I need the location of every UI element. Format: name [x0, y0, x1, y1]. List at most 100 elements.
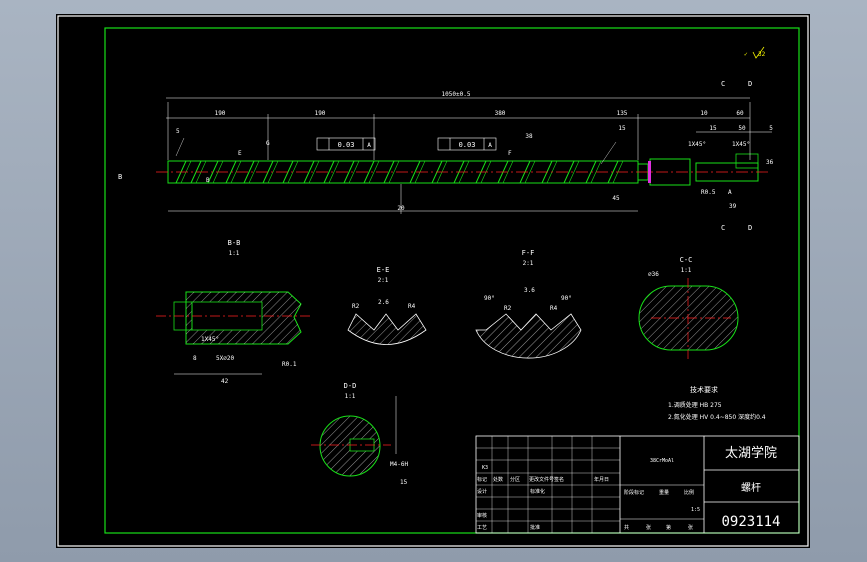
svg-text:B-B: B-B: [228, 239, 241, 247]
svg-text:R4: R4: [550, 305, 558, 312]
svg-text:1.调质处理 HB 275: 1.调质处理 HB 275: [668, 401, 722, 409]
svg-text:38: 38: [525, 133, 533, 140]
technical-notes: 技术要求 1.调质处理 HB 275 2.氮化处理 HV 0.4~850 深度约…: [668, 385, 766, 421]
svg-text:R2: R2: [504, 305, 512, 312]
svg-text:1:1: 1:1: [681, 267, 692, 274]
svg-text:C-C: C-C: [680, 256, 693, 264]
svg-text:D: D: [748, 80, 752, 88]
svg-text:42: 42: [221, 378, 229, 385]
svg-text:批准: 批准: [530, 524, 540, 531]
svg-text:5: 5: [769, 125, 773, 132]
section-dd-view: D-D 1:1 M4-6H 15: [311, 382, 408, 486]
svg-text:比例: 比例: [684, 489, 694, 496]
svg-text:A: A: [728, 189, 732, 196]
svg-text:36: 36: [766, 159, 774, 166]
svg-text:0.03: 0.03: [459, 141, 476, 149]
svg-text:32: 32: [758, 51, 766, 58]
svg-text:2.6: 2.6: [378, 299, 389, 306]
svg-text:0.03: 0.03: [338, 141, 355, 149]
svg-text:重量: 重量: [659, 489, 669, 496]
svg-text:设计: 设计: [477, 488, 487, 495]
svg-text:R2: R2: [352, 303, 360, 310]
svg-text:R4: R4: [408, 303, 416, 310]
outer-frame: [57, 15, 809, 547]
svg-text:标记: 标记: [477, 476, 487, 483]
svg-text:5X∅20: 5X∅20: [216, 355, 234, 362]
svg-text:张: 张: [688, 524, 693, 531]
svg-text:F-F: F-F: [522, 249, 535, 257]
svg-text:60: 60: [736, 110, 744, 117]
svg-text:B: B: [118, 173, 122, 181]
svg-text:A: A: [488, 142, 492, 149]
svg-text:39: 39: [729, 203, 737, 210]
svg-text:E-E: E-E: [377, 266, 390, 274]
svg-text:15: 15: [709, 125, 717, 132]
svg-text:90°: 90°: [561, 295, 572, 302]
svg-text:M4-6H: M4-6H: [390, 461, 408, 468]
svg-text:G: G: [266, 140, 270, 147]
svg-text:10: 10: [700, 110, 708, 117]
svg-text:1X45°: 1X45°: [201, 336, 219, 343]
title-block: K3 标记 处数 分区 更改文件号 签名 年月日 设计 标准化 审核 工艺 批准…: [475, 435, 800, 534]
svg-text:✓: ✓: [744, 51, 748, 58]
svg-text:A: A: [367, 142, 371, 149]
svg-text:第: 第: [666, 524, 671, 531]
cad-viewport[interactable]: ✓ 32 1050±0.5 190 190 380 135 10 60 50 5…: [56, 14, 810, 548]
svg-text:1X45°: 1X45°: [732, 141, 750, 148]
svg-text:2:1: 2:1: [523, 260, 534, 267]
svg-text:审核: 审核: [477, 512, 487, 519]
svg-text:15: 15: [400, 479, 408, 486]
drawing-canvas: ✓ 32 1050±0.5 190 190 380 135 10 60 50 5…: [57, 15, 809, 547]
svg-text:1:1: 1:1: [229, 250, 240, 257]
svg-text:∅36: ∅36: [648, 271, 659, 278]
roughness-symbol: ✓ 32: [744, 46, 766, 59]
drawing-number: 0923114: [721, 514, 780, 530]
svg-text:标准化: 标准化: [530, 488, 545, 495]
svg-text:2:1: 2:1: [378, 277, 389, 284]
svg-text:380: 380: [495, 110, 506, 117]
inner-frame: [104, 27, 800, 534]
svg-text:1:1: 1:1: [345, 393, 356, 400]
svg-text:38CrMoAl: 38CrMoAl: [650, 458, 674, 464]
svg-text:分区: 分区: [510, 476, 520, 483]
part-name: 螺杆: [741, 482, 761, 494]
svg-text:D-D: D-D: [344, 382, 357, 390]
section-ee-view: E-E 2:1 R2 R4 2.6: [347, 266, 427, 345]
svg-text:E: E: [238, 150, 242, 157]
svg-text:90°: 90°: [484, 295, 495, 302]
svg-text:1:5: 1:5: [691, 507, 700, 513]
svg-text:共: 共: [624, 524, 629, 531]
svg-text:阶段标记: 阶段标记: [624, 489, 644, 496]
svg-text:8: 8: [193, 355, 197, 362]
svg-text:190: 190: [315, 110, 326, 117]
svg-text:3.6: 3.6: [524, 287, 535, 294]
svg-text:K3: K3: [482, 465, 488, 471]
svg-text:R0.1: R0.1: [282, 361, 297, 368]
section-bb-view: B-B 1:1 1X45° 8 5X∅20 42 R0.1: [156, 239, 311, 385]
svg-text:2.氮化处理 HV 0.4~850 深度约0.4: 2.氮化处理 HV 0.4~850 深度约0.4: [668, 413, 766, 421]
svg-text:D: D: [748, 224, 752, 232]
school-name: 太湖学院: [725, 445, 777, 461]
svg-text:更改文件号: 更改文件号: [529, 476, 554, 483]
svg-text:50: 50: [738, 125, 746, 132]
svg-text:C: C: [721, 80, 725, 88]
svg-text:B: B: [206, 177, 210, 184]
svg-text:技术要求: 技术要求: [690, 385, 718, 394]
svg-text:签名: 签名: [554, 476, 564, 483]
svg-text:45: 45: [612, 195, 620, 202]
svg-text:C: C: [721, 224, 725, 232]
svg-text:5: 5: [176, 128, 180, 135]
svg-text:20: 20: [397, 205, 405, 212]
svg-text:15: 15: [618, 125, 626, 132]
svg-text:处数: 处数: [493, 476, 503, 483]
svg-text:工艺: 工艺: [477, 525, 487, 531]
svg-text:190: 190: [215, 110, 226, 117]
svg-text:张: 张: [646, 524, 651, 531]
section-ff-view: F-F 2:1 90° 90° 3.6 R2 R4: [475, 249, 582, 359]
overall-length-dim: 1050±0.5: [442, 91, 471, 98]
svg-text:年月日: 年月日: [594, 476, 609, 483]
svg-text:1X45°: 1X45°: [688, 141, 706, 148]
svg-text:F: F: [508, 150, 512, 157]
svg-text:135: 135: [617, 110, 628, 117]
section-cc-view: C-C 1:1 ∅36: [638, 256, 739, 359]
